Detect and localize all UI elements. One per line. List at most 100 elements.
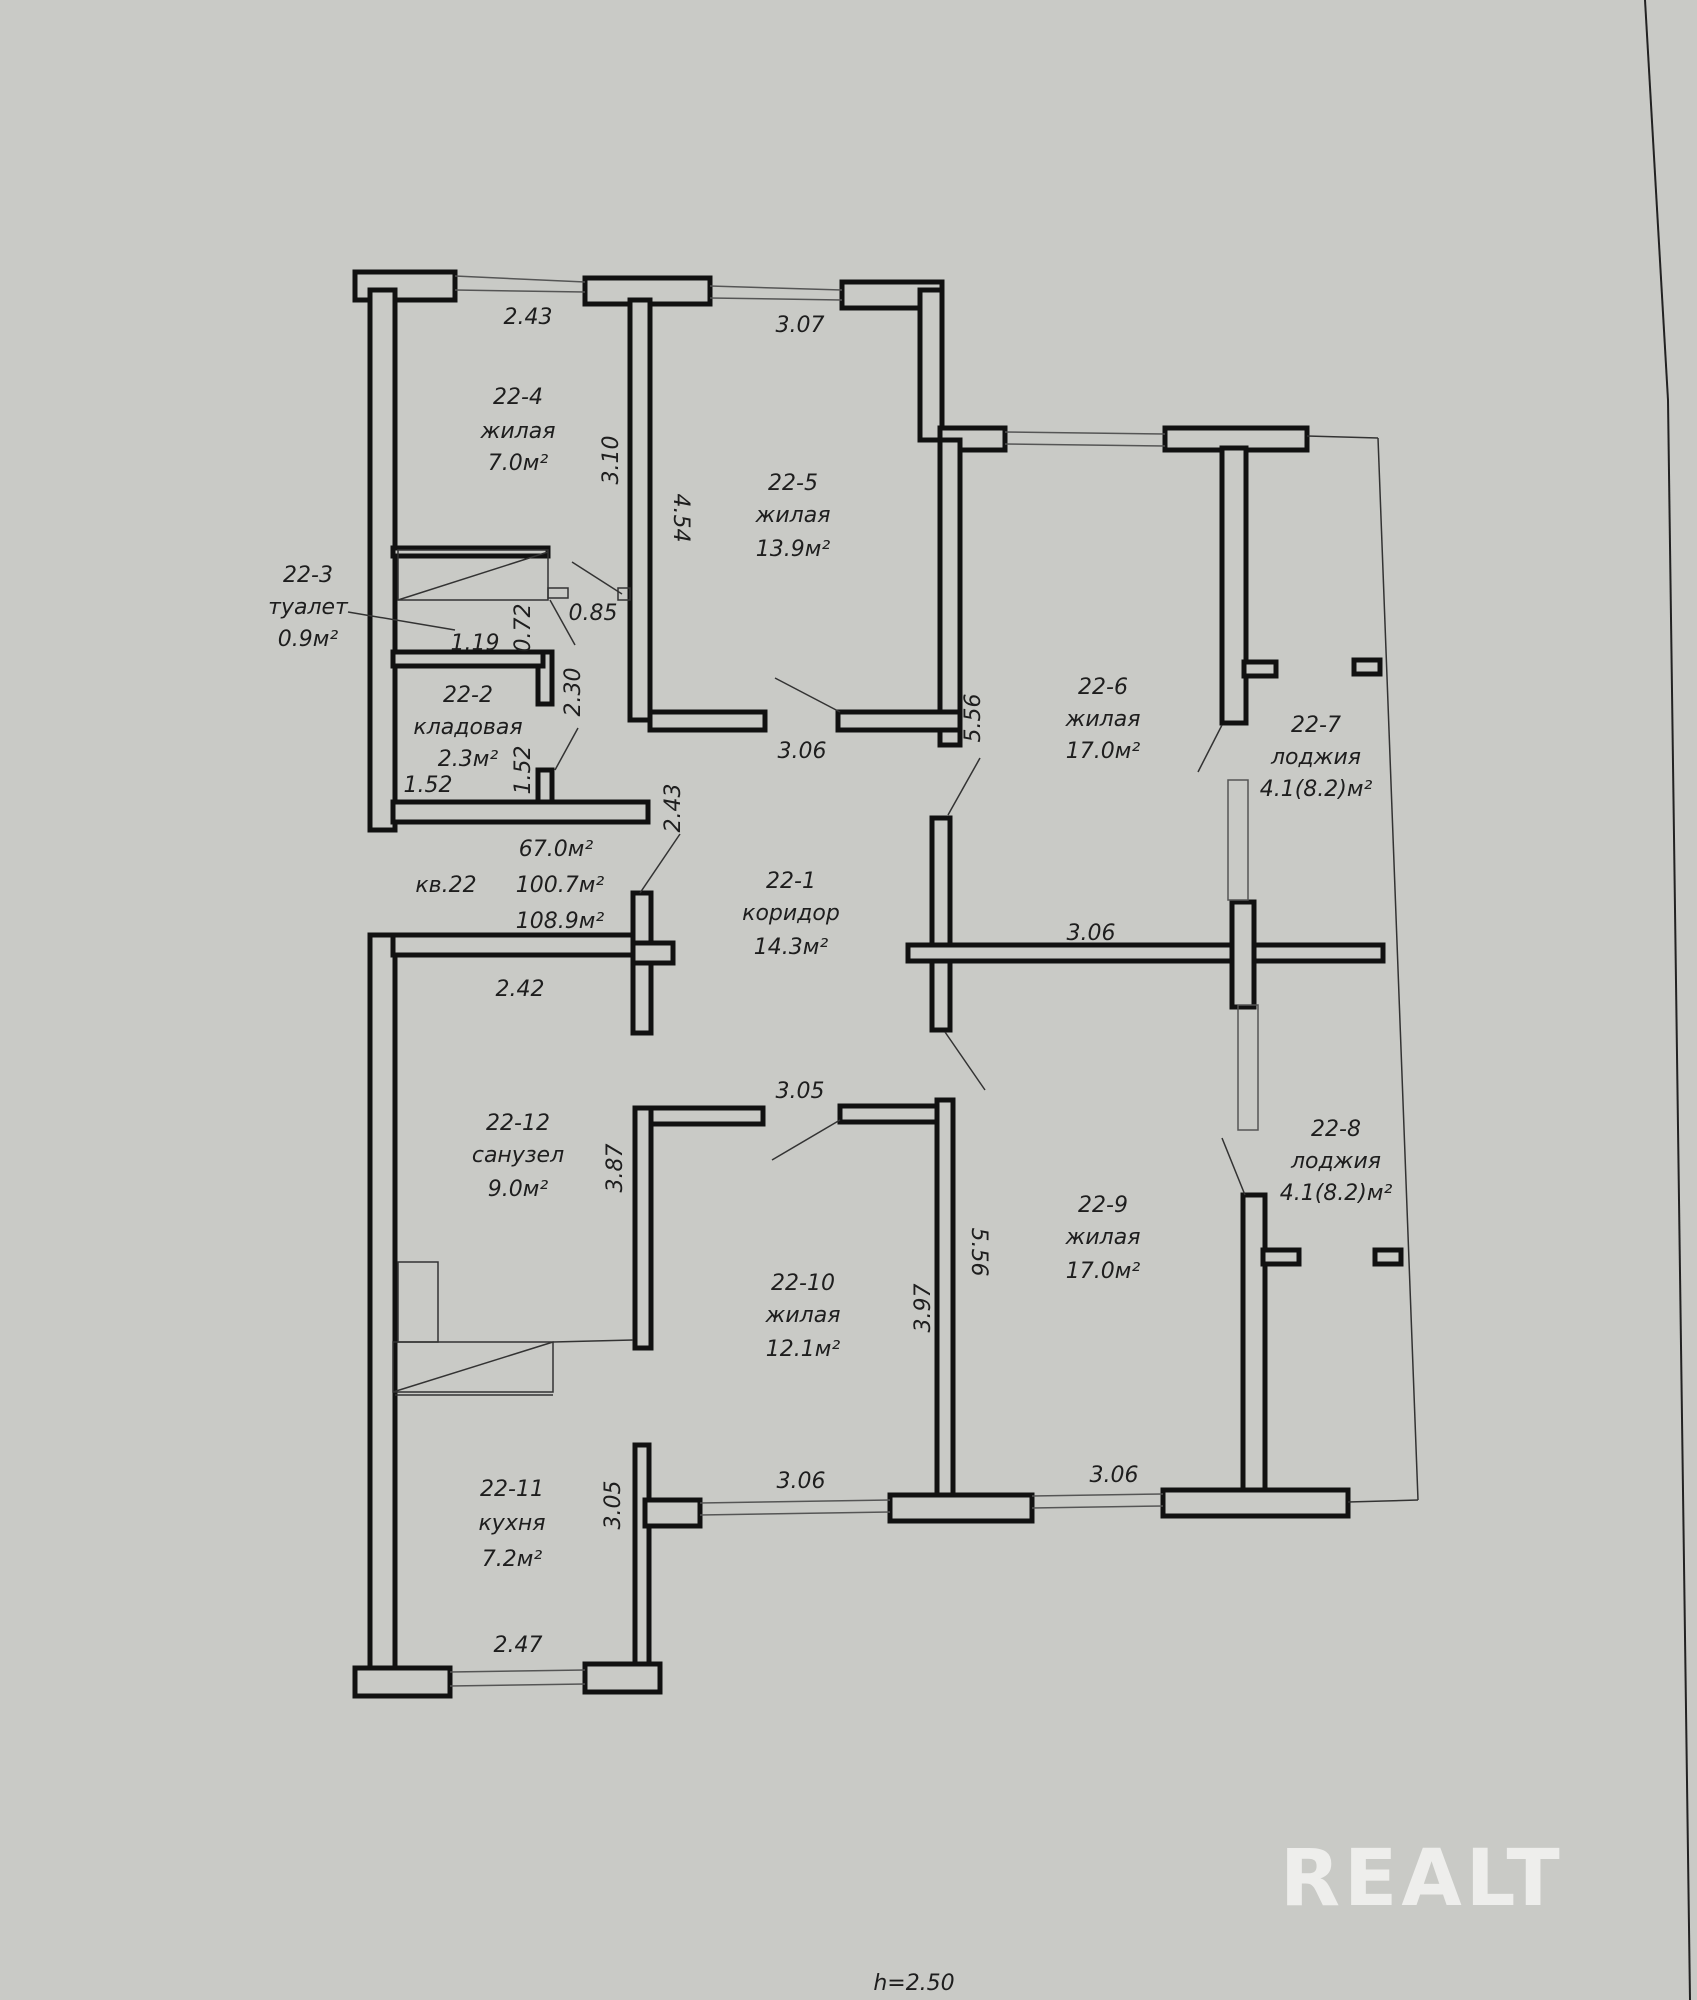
room-area: 4.1(8.2)м²	[1280, 1181, 1393, 1206]
dimension-label: 2.30	[561, 668, 586, 717]
apartment-label: кв.22	[415, 873, 476, 898]
sheet-edge-line	[1667, 399, 1691, 2000]
wall	[647, 709, 768, 733]
wall	[1240, 1192, 1268, 1503]
room-type: лоджия	[1290, 1149, 1381, 1174]
wall	[367, 287, 398, 833]
dimension-label: 3.05	[776, 1079, 825, 1104]
room-22-1: 22-1 коридор 14.3м²	[742, 869, 840, 960]
room-id: 22-5	[768, 471, 818, 496]
room-id: 22-6	[1078, 675, 1128, 700]
door-arcs	[347, 549, 1246, 1396]
wall	[390, 545, 551, 559]
wall	[917, 287, 945, 443]
room-id: 22-9	[1078, 1193, 1128, 1218]
room-22-12: 22-12 санузел 9.0м²	[472, 1111, 564, 1202]
room-type: жилая	[765, 1303, 841, 1328]
room-type: жилая	[1065, 707, 1141, 732]
dimension-label: 2.42	[496, 977, 545, 1002]
room-22-5: 22-5 жилая 13.9м²	[755, 471, 831, 562]
wall	[934, 1097, 956, 1503]
realt-watermark-logo: REALT	[1280, 1834, 1564, 1924]
dimension-label: 3.05	[601, 1481, 626, 1530]
dimension-label: 4.54	[668, 494, 693, 543]
wall	[642, 1497, 703, 1529]
dimension-label: 3.10	[599, 436, 624, 485]
dimension-label: 2.47	[494, 1633, 543, 1658]
wall	[352, 1665, 453, 1699]
room-area: 17.0м²	[1066, 739, 1141, 764]
dimension-label: 2.43	[504, 305, 553, 330]
room-22-3: 22-3 туалет 0.9м²	[268, 563, 349, 652]
wall	[929, 815, 953, 1033]
room-area: 14.3м²	[754, 935, 829, 960]
wall	[905, 942, 1386, 964]
room-area: 7.0м²	[488, 451, 549, 476]
living-area: 67.0м²	[519, 837, 594, 862]
wall	[1229, 899, 1257, 1010]
dimension-label: 5.56	[966, 1228, 991, 1277]
room-area: 2.3м²	[438, 747, 499, 772]
dimension-label: 5.56	[961, 694, 986, 743]
room-type: жилая	[480, 419, 556, 444]
total-area-with-loggia: 108.9м²	[516, 909, 605, 934]
walls	[352, 269, 1404, 1699]
wall	[535, 767, 555, 805]
room-area: 9.0м²	[488, 1177, 549, 1202]
wall	[632, 1105, 654, 1351]
room-type: жилая	[1065, 1225, 1141, 1250]
dimension-label: 0.72	[511, 604, 536, 653]
dimension-label: 0.85	[569, 601, 618, 626]
room-22-9: 22-9 жилая 17.0м²	[1065, 1193, 1141, 1284]
room-id: 22-7	[1291, 713, 1341, 738]
total-area: 100.7м²	[516, 873, 605, 898]
wall	[1372, 1247, 1404, 1267]
wall	[1351, 657, 1383, 677]
room-id: 22-8	[1311, 1117, 1361, 1142]
room-id: 22-4	[493, 385, 543, 410]
apartment-summary: кв.22 67.0м² 100.7м² 108.9м²	[415, 837, 604, 934]
dimension-label: 2.43	[661, 784, 686, 833]
wall	[390, 932, 651, 958]
room-area: 4.1(8.2)м²	[1260, 777, 1373, 802]
wall	[390, 799, 651, 825]
room-id: 22-12	[486, 1111, 550, 1136]
room-id: 22-3	[283, 563, 333, 588]
dimensions: 2.43 3.07 3.10 4.54 0.85 0.72 1.19 2.30 …	[404, 305, 1139, 1658]
room-area: 13.9м²	[756, 537, 831, 562]
wall	[937, 437, 963, 748]
room-22-10: 22-10 жилая 12.1м²	[765, 1271, 841, 1362]
room-type: кладовая	[413, 715, 522, 740]
ceiling-height-label: h=2.50	[873, 1971, 954, 1996]
room-id: 22-10	[771, 1271, 835, 1296]
room-type: коридор	[742, 901, 840, 926]
wall	[1241, 659, 1279, 679]
room-type: кухня	[479, 1511, 546, 1536]
room-area: 0.9м²	[278, 627, 339, 652]
room-area: 7.2м²	[482, 1547, 543, 1572]
wall	[887, 1492, 1035, 1524]
room-id: 22-1	[766, 869, 816, 894]
wall	[632, 1442, 652, 1693]
dimension-label: 3.06	[777, 1469, 826, 1494]
wall	[1260, 1247, 1302, 1267]
room-22-6: 22-6 жилая 17.0м²	[1065, 675, 1141, 764]
wall	[837, 1103, 943, 1125]
room-area: 12.1м²	[766, 1337, 841, 1362]
room-22-2: 22-2 кладовая 2.3м²	[413, 683, 522, 772]
dimension-label: 3.06	[1067, 921, 1116, 946]
dimension-label: 3.97	[911, 1284, 936, 1333]
wall	[627, 297, 653, 723]
sheet-edge-line	[1644, 0, 1669, 401]
room-type: лоджия	[1270, 745, 1361, 770]
wall	[582, 1661, 663, 1695]
dimension-label: 3.87	[603, 1144, 628, 1193]
room-id: 22-2	[443, 683, 493, 708]
room-22-11: 22-11 кухня 7.2м²	[479, 1477, 546, 1572]
room-area: 17.0м²	[1066, 1259, 1141, 1284]
room-22-4: 22-4 жилая 7.0м²	[480, 385, 556, 476]
dimension-label: 1.52	[404, 773, 453, 798]
wall	[1160, 1487, 1351, 1519]
wall	[1219, 445, 1249, 726]
